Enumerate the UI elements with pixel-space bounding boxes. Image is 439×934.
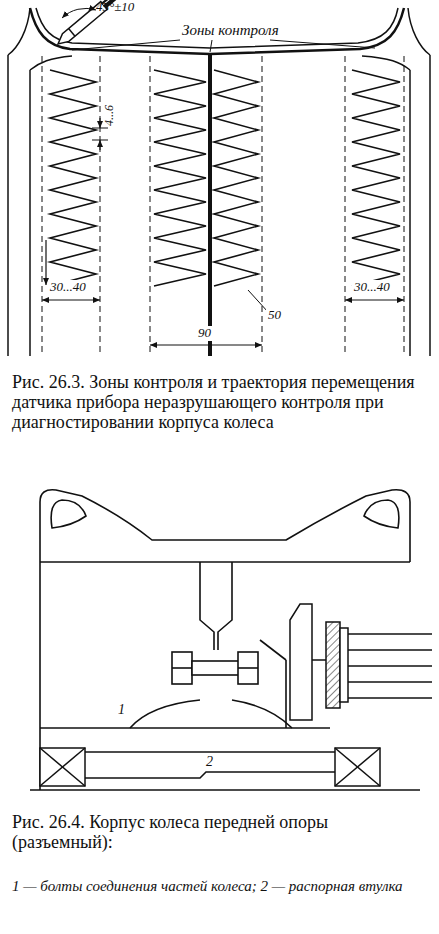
dimension-lines bbox=[42, 118, 404, 345]
rim-profile bbox=[8, 8, 430, 356]
step-dimension: 4...6 bbox=[103, 105, 116, 126]
figure-caption: Рис. 26.4. Корпус колеса передней опоры … bbox=[12, 812, 428, 852]
zone-leaders bbox=[72, 40, 375, 52]
zone-boundaries bbox=[42, 56, 404, 356]
bearing bbox=[40, 748, 380, 786]
figure-caption: Рис. 26.3. Зоны контроля и траектория пе… bbox=[12, 372, 428, 432]
sensor-path bbox=[50, 70, 400, 286]
angle-arc bbox=[62, 8, 96, 18]
width-dimension: 30...40 bbox=[352, 280, 392, 295]
wheel-housing bbox=[30, 490, 420, 790]
probe bbox=[55, 0, 146, 48]
caption-legend: 1 — болты соединения частей колеса; 2 — … bbox=[12, 878, 428, 895]
width-dimension: 30...40 bbox=[48, 280, 88, 295]
brake-unit bbox=[290, 604, 432, 720]
width-dimension: 90 bbox=[196, 326, 213, 341]
angle-dimension: 45°±10 bbox=[96, 0, 134, 15]
zone-label: Зоны контроля bbox=[180, 22, 281, 39]
motion-arrow bbox=[45, 240, 46, 285]
width-dimension: 50 bbox=[266, 308, 283, 323]
callout-number: 1 bbox=[116, 702, 127, 718]
bolt bbox=[172, 652, 258, 684]
callout-number: 2 bbox=[204, 754, 215, 770]
weld-seam bbox=[208, 54, 212, 356]
